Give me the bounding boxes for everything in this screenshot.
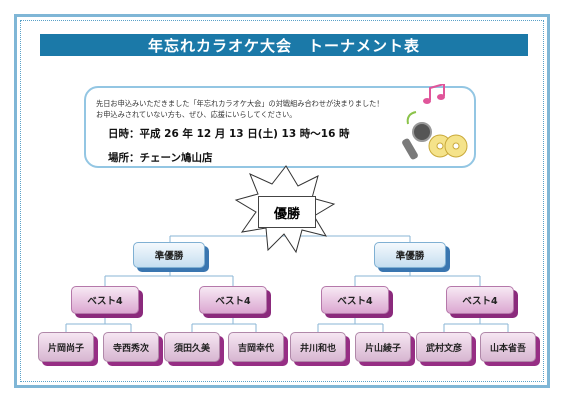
info-message-line1: 先日お申込みいただきました「年忘れカラオケ大会」の対戦組み合わせが決まりました！ xyxy=(96,99,384,108)
champion-node: 優勝 xyxy=(258,196,316,228)
page-border-dotted xyxy=(20,20,544,382)
event-date: 日時：平成 26 年 12 月 13 日(土) 13 時～16 時 xyxy=(108,128,350,140)
player-node-2: 寺西秀次 xyxy=(103,332,159,362)
player-node-5: 井川和也 xyxy=(290,332,346,362)
semi-node-1: ベスト4 xyxy=(71,286,139,314)
semi-node-2: ベスト4 xyxy=(199,286,267,314)
finalist-node-left: 準優勝 xyxy=(133,242,205,268)
semi-node-3: ベスト4 xyxy=(321,286,389,314)
player-node-4: 吉岡幸代 xyxy=(228,332,284,362)
player-node-6: 片山綾子 xyxy=(355,332,411,362)
player-node-7: 武村文彦 xyxy=(416,332,472,362)
finalist-node-right: 準優勝 xyxy=(374,242,446,268)
player-node-3: 須田久美 xyxy=(164,332,220,362)
karaoke-clipart xyxy=(402,84,468,160)
music-note-icon xyxy=(423,84,445,104)
player-node-8: 山本省吾 xyxy=(480,332,536,362)
semi-node-4: ベスト4 xyxy=(446,286,514,314)
microphone-icon xyxy=(402,111,432,160)
page-border xyxy=(14,14,550,388)
info-message: 先日お申込みいただきました「年忘れカラオケ大会」の対戦組み合わせが決まりました！… xyxy=(96,98,416,120)
info-message-line2: お申込みされていない方も、ぜひ、応援にいらしてください。 xyxy=(96,110,297,119)
event-place: 場所：チェーン鳩山店 xyxy=(108,152,213,164)
cd-disc-icon xyxy=(428,134,468,158)
player-node-1: 片岡尚子 xyxy=(38,332,94,362)
page-title: 年忘れカラオケ大会 トーナメント表 xyxy=(40,34,528,56)
